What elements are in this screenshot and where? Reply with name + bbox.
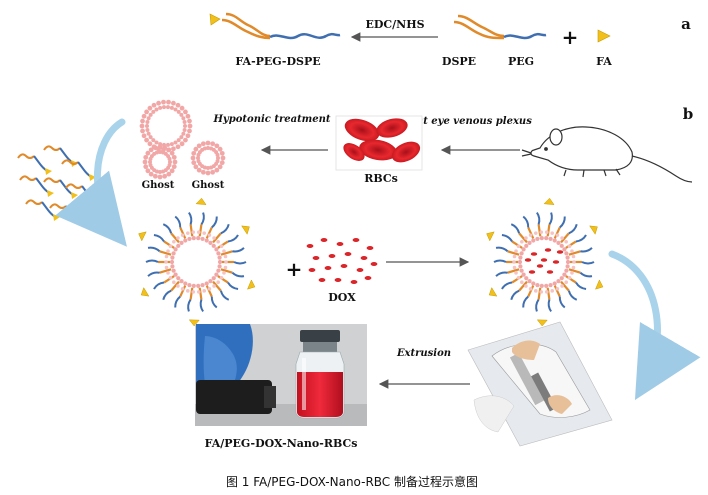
panel-b-letter: b	[683, 105, 694, 123]
red-blood-cells-icon	[343, 118, 421, 163]
rbc-ghost-vesicles-icon	[139, 99, 226, 180]
fa-peg-dspe-molecule-icon	[209, 12, 341, 40]
ghost-label-right: Ghost	[192, 180, 225, 191]
edc-nhs-label: EDC/NHS	[365, 18, 424, 31]
peg-label: PEG	[508, 55, 534, 68]
vial-photo	[195, 324, 367, 426]
extrusion-label: Extrusion	[396, 348, 451, 359]
peg-dspe-molecule-icon	[453, 14, 547, 40]
dox-loaded-nano-rbc-icon	[486, 197, 604, 327]
fa-peg-nano-rbc-icon	[138, 197, 256, 327]
ghost-label-left: Ghost	[142, 180, 175, 191]
curved-arrow-right	[608, 250, 701, 401]
hypotonic-treatment-label: Hypotonic treatment	[212, 114, 330, 125]
rat-icon	[521, 126, 693, 183]
dspe-label: DSPE	[442, 55, 476, 68]
fa-peg-dspe-label: FA-PEG-DSPE	[235, 55, 320, 68]
curved-arrow-left	[55, 118, 127, 247]
final-product-label: FA/PEG-DOX-Nano-RBCs	[205, 437, 358, 450]
rat-eye-venous-plexus-label: Rat eye venous plexus	[407, 116, 532, 127]
fa-label: FA	[596, 55, 612, 68]
extrusion-photo	[467, 321, 613, 447]
dox-molecules-icon	[306, 238, 378, 284]
figure-caption: 图 1 FA/PEG-DOX-Nano-RBC 制备过程示意图	[226, 474, 478, 489]
fa-icon	[597, 29, 611, 43]
rbcs-label: RBCs	[364, 172, 398, 185]
plus-sign-b: +	[286, 257, 303, 281]
panel-a-letter: a	[681, 15, 691, 33]
panel-a: FA-PEG-DSPE EDC/NHS DSPE PEG + FA a	[209, 12, 691, 68]
fa-peg-dspe-conjugates-icon	[17, 145, 100, 225]
plus-sign: +	[562, 25, 579, 49]
panel-b: b Rat eye venous plexus RBCs Hypotonic t…	[17, 99, 701, 450]
dox-label: DOX	[328, 291, 356, 304]
